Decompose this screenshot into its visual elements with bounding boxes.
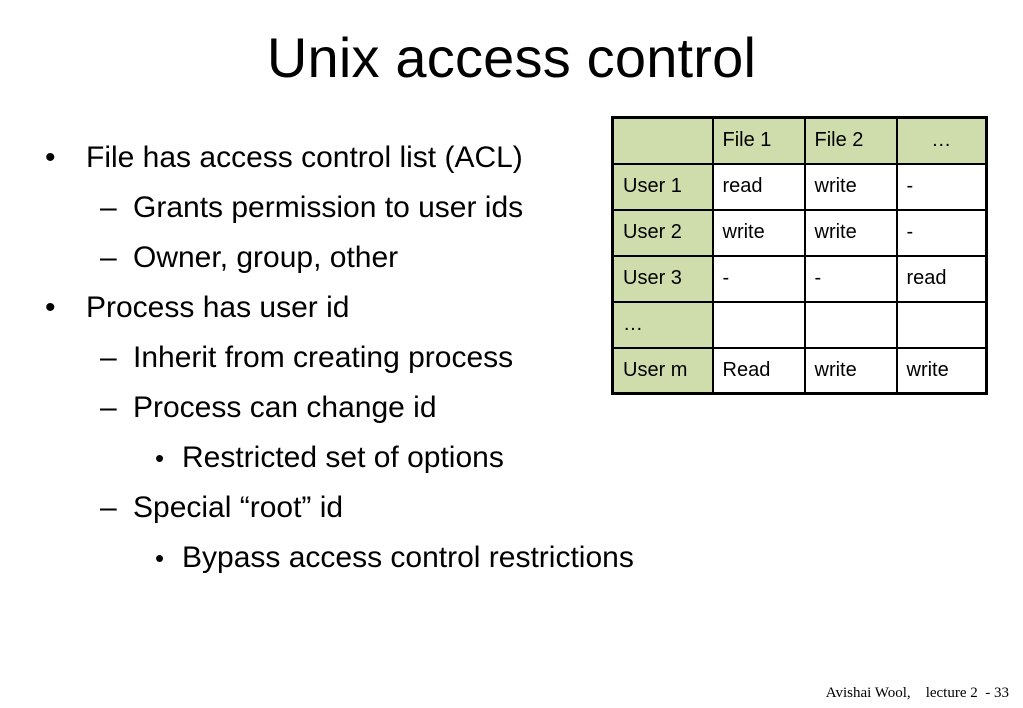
bullet-marker: • <box>155 443 165 473</box>
dash-marker: – <box>100 491 117 524</box>
footer-lecture: lecture 2 <box>925 685 978 701</box>
acl-matrix-table: File 1 File 2 … User 1 read write - User… <box>611 116 988 395</box>
bullet-text: Bypass access control restrictions <box>182 541 634 574</box>
table-row: User m Read write write <box>611 346 988 395</box>
bullet-text: Owner, group, other <box>133 241 399 274</box>
dash-marker: – <box>100 391 117 424</box>
table-cell: - <box>803 254 898 303</box>
bullet-text: Grants permission to user ids <box>133 191 524 224</box>
table-row-header: User 3 <box>611 254 714 303</box>
table-row: User 3 - - read <box>611 254 988 303</box>
dash-marker: – <box>100 341 117 374</box>
table-row-header: … <box>611 300 714 349</box>
table-header-cell: … <box>895 116 988 165</box>
table-row-header: User 2 <box>611 208 714 257</box>
bullet-text: Inherit from creating process <box>133 341 514 374</box>
bullet-text: Restricted set of options <box>182 441 504 474</box>
table-cell: write <box>803 346 898 395</box>
table-cell: Read <box>711 346 806 395</box>
bullet-item: • Process has user id <box>40 288 740 338</box>
bullet-item: – Owner, group, other <box>40 238 740 288</box>
table-cell: write <box>803 208 898 257</box>
dash-marker: – <box>100 191 117 224</box>
table-row-header: User m <box>611 346 714 395</box>
slide-footer: Avishai Wool, lecture 2 - 33 <box>826 683 1009 703</box>
bullet-item: – Grants permission to user ids <box>40 188 740 238</box>
bullet-text: Special “root” id <box>133 491 344 524</box>
dash-marker: – <box>100 241 117 274</box>
bullet-text: Process can change id <box>133 391 437 424</box>
table-cell: write <box>895 346 988 395</box>
bullet-marker: • <box>45 141 56 174</box>
table-cell: - <box>895 208 988 257</box>
table-cell: - <box>895 162 988 211</box>
table-row-header: User 1 <box>611 162 714 211</box>
bullet-item: • Bypass access control restrictions <box>40 538 740 588</box>
table-cell <box>895 300 988 349</box>
table-cell: write <box>803 162 898 211</box>
table-cell <box>711 300 806 349</box>
table-row: … <box>611 300 988 349</box>
bullet-text: Process has user id <box>86 291 350 324</box>
bullet-item: – Process can change id <box>40 388 740 438</box>
table-header-row: File 1 File 2 … <box>611 116 988 165</box>
table-cell: read <box>711 162 806 211</box>
bullet-text: File has access control list (ACL) <box>86 141 523 174</box>
table-cell: write <box>711 208 806 257</box>
bullet-marker: • <box>155 543 165 573</box>
bullet-item: • File has access control list (ACL) <box>40 138 740 188</box>
footer-author: Avishai Wool, <box>825 685 911 701</box>
bullet-marker: • <box>45 291 56 324</box>
table-header-cell: File 1 <box>711 116 806 165</box>
table-cell: - <box>711 254 806 303</box>
table-header-cell: File 2 <box>803 116 898 165</box>
bullet-item: – Special “root” id <box>40 488 740 538</box>
bullet-list: • File has access control list (ACL) – G… <box>40 138 740 588</box>
bullet-item: • Restricted set of options <box>40 438 740 488</box>
table-row: User 1 read write - <box>611 162 988 211</box>
table-cell <box>803 300 898 349</box>
table-row: User 2 write write - <box>611 208 988 257</box>
table-cell: read <box>895 254 988 303</box>
slide-title: Unix access control <box>266 26 757 89</box>
bullet-item: – Inherit from creating process <box>40 338 740 388</box>
page-number: - 33 <box>985 685 1009 701</box>
table-corner-cell <box>611 116 714 165</box>
